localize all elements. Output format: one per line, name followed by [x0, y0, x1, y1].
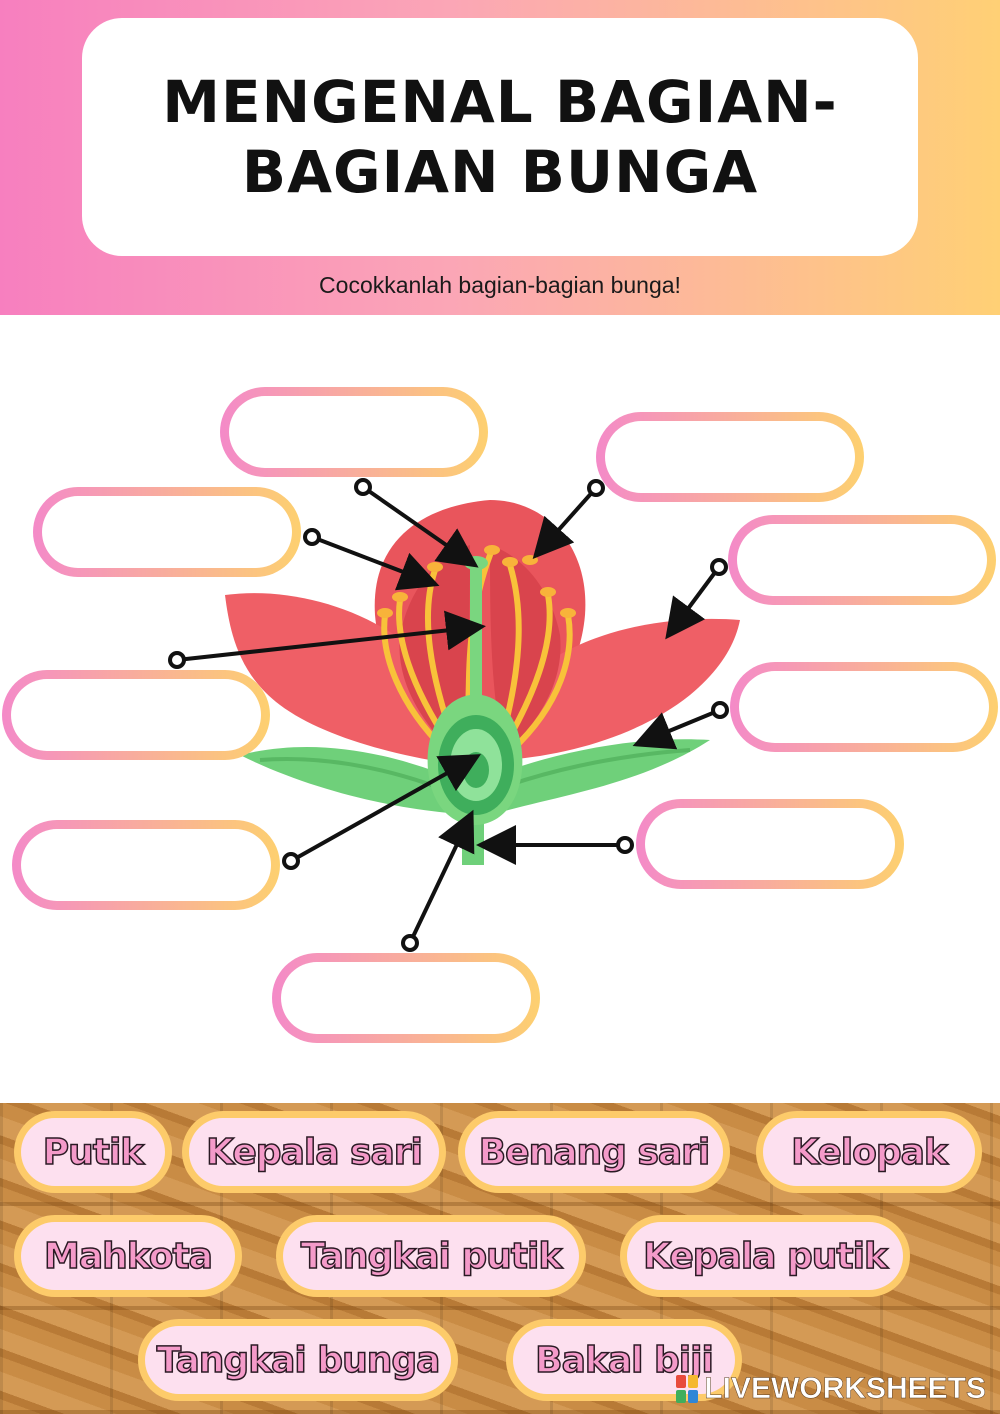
page-title: MENGENAL BAGIAN-BAGIAN BUNGA — [162, 68, 838, 206]
pointer-arrows — [176, 485, 721, 944]
answer-box-6[interactable] — [730, 662, 998, 752]
ovule-shape — [463, 752, 489, 788]
word-chip-benang-sari[interactable]: Benang sari — [458, 1111, 730, 1193]
liveworksheets-logo-icon — [676, 1375, 699, 1403]
flower-illustration — [168, 478, 740, 952]
petal-right-shape — [501, 618, 740, 760]
answer-box-5[interactable] — [2, 670, 270, 760]
answer-box-2[interactable] — [596, 412, 864, 502]
word-bank-panel: Putik Kepala sari Benang sari Kelopak Ma… — [0, 1103, 1000, 1414]
word-chip-mahkota[interactable]: Mahkota — [14, 1215, 242, 1297]
answer-box-8[interactable] — [636, 799, 904, 889]
answer-box-7[interactable] — [12, 820, 280, 910]
word-chip-bakal-biji[interactable]: Bakal biji — [506, 1319, 742, 1401]
answer-box-1[interactable] — [220, 387, 488, 477]
header-banner: MENGENAL BAGIAN-BAGIAN BUNGA Cocokkanlah… — [0, 0, 1000, 315]
title-card: MENGENAL BAGIAN-BAGIAN BUNGA — [82, 18, 918, 256]
liveworksheets-watermark: LIVEWORKSHEETS — [676, 1372, 986, 1406]
word-chip-kelopak[interactable]: Kelopak — [756, 1111, 982, 1193]
arrow-endpoints — [168, 478, 729, 952]
word-chip-kepala-sari[interactable]: Kepala sari — [182, 1111, 446, 1193]
sepal-shape — [240, 739, 710, 815]
petal-left-shape — [225, 593, 466, 765]
answer-box-9[interactable] — [272, 953, 540, 1043]
word-chip-kepala-putik[interactable]: Kepala putik — [620, 1215, 910, 1297]
answer-box-4[interactable] — [728, 515, 996, 605]
word-chip-tangkai-bunga[interactable]: Tangkai bunga — [138, 1319, 458, 1401]
word-chip-putik[interactable]: Putik — [14, 1111, 172, 1193]
word-chip-tangkai-putik[interactable]: Tangkai putik — [276, 1215, 586, 1297]
flower-diagram — [0, 315, 1000, 1105]
watermark-text: LIVEWORKSHEETS — [704, 1372, 986, 1406]
instruction-text: Cocokkanlah bagian-bagian bunga! — [319, 272, 681, 298]
answer-box-3[interactable] — [33, 487, 301, 577]
